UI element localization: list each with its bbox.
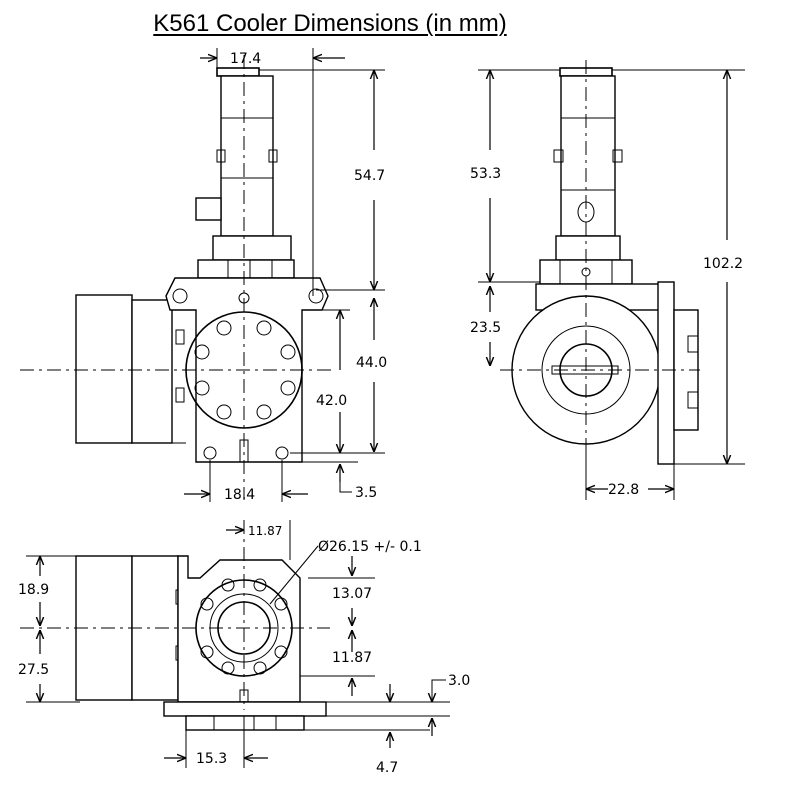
dim-top-upper-width: 18.9 xyxy=(18,582,49,598)
dim-front-body-height: 44.0 xyxy=(356,355,387,371)
cold-finger-cap xyxy=(216,67,260,77)
dim-front-finger-height: 54.7 xyxy=(354,168,385,184)
top-view: 11.87 Ø26.15 +/- 0.1 18.9 27.5 13.07 11.… xyxy=(18,520,470,776)
diagram-title: K561 Cooler Dimensions (in mm) xyxy=(153,10,507,37)
dim-top-base-thickness: 3.0 xyxy=(448,673,470,689)
dim-top-bolt-offset-y2: 11.87 xyxy=(332,650,372,666)
cold-finger xyxy=(220,75,274,237)
side-view: 53.3 23.5 102.2 22.8 xyxy=(470,60,745,500)
dim-top-bolt-offset-y: 13.07 xyxy=(332,586,372,602)
top-bolt-circle xyxy=(200,578,288,675)
dim-top-bore-diameter: Ø26.15 +/- 0.1 xyxy=(318,539,422,555)
dim-front-foot-offset: 3.5 xyxy=(355,485,377,501)
dim-side-finger-height: 53.3 xyxy=(470,166,501,182)
dim-side-flange-depth: 22.8 xyxy=(608,482,639,498)
dim-top-lower-width: 27.5 xyxy=(18,662,49,678)
dim-top-foot-width: 15.3 xyxy=(196,751,227,767)
bolt-circle xyxy=(194,320,296,420)
dim-front-mount-height: 42.0 xyxy=(316,393,347,409)
dim-front-finger-width: 17.4 xyxy=(230,51,261,67)
dim-top-offset-x: 11.87 xyxy=(248,524,282,538)
dim-side-axis-height: 23.5 xyxy=(470,320,501,336)
dim-top-base-step: 4.7 xyxy=(376,760,398,776)
motor-housing xyxy=(75,294,133,444)
dim-side-overall-height: 102.2 xyxy=(703,256,743,272)
neck xyxy=(212,235,292,261)
side-port xyxy=(195,197,222,221)
dim-front-foot-spacing: 18.4 xyxy=(224,487,255,503)
neck-flange xyxy=(197,259,295,279)
front-view: 17.4 54.7 44.0 42.0 3.5 18.4 xyxy=(20,48,387,503)
